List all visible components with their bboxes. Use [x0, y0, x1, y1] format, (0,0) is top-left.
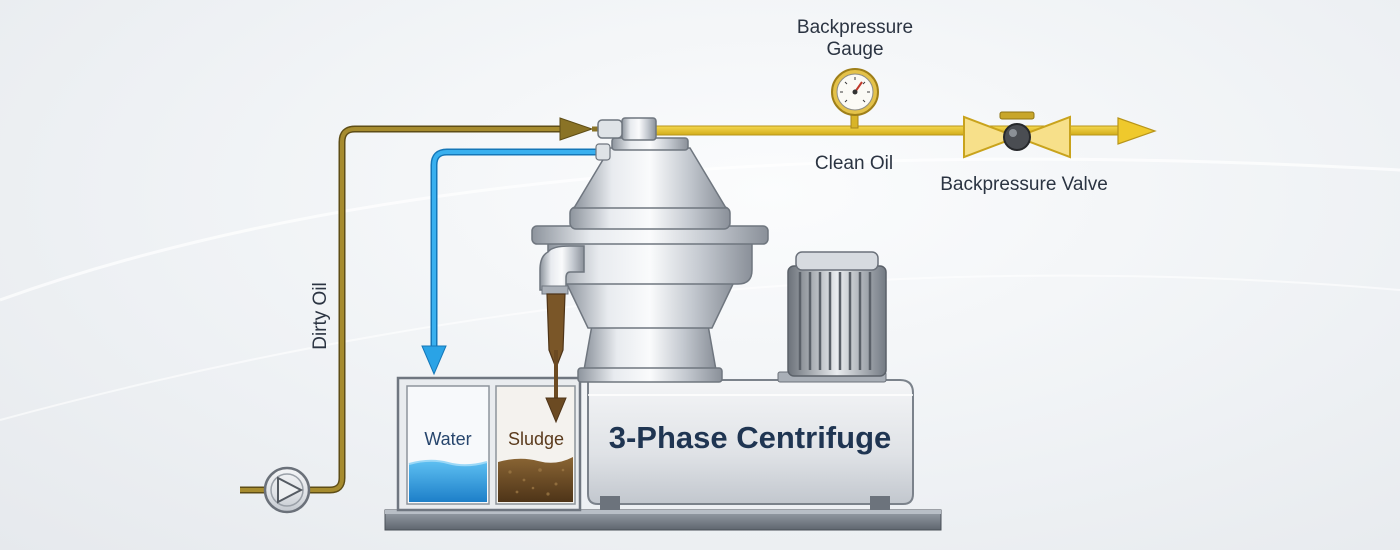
sludge-arrowhead	[545, 397, 567, 424]
dirty-oil-label: Dirty Oil	[310, 282, 331, 350]
pressure-gauge-icon	[831, 68, 879, 129]
water-line	[421, 148, 604, 376]
water-arrowhead	[421, 345, 447, 376]
centrifuge-bowl-icon	[531, 117, 769, 383]
gauge-label-line1: Backpressure	[797, 17, 913, 38]
dirty-oil-arrowhead	[559, 117, 594, 141]
clean-oil-line	[649, 117, 1157, 145]
motor-icon	[777, 251, 887, 383]
sludge-discharge	[545, 293, 567, 424]
centrifuge-base	[587, 379, 914, 510]
sludge-label: Sludge	[508, 429, 564, 449]
valve-icon	[963, 111, 1071, 159]
water-level	[409, 460, 487, 502]
machine-platform	[384, 509, 942, 531]
water-label: Water	[424, 429, 471, 449]
machine-label: 3-Phase Centrifuge	[609, 420, 892, 455]
pump-icon	[263, 466, 311, 514]
dirty-oil-line	[240, 117, 602, 494]
clean-oil-label: Clean Oil	[815, 153, 893, 174]
clean-oil-arrowhead	[1117, 117, 1157, 145]
sludge-level	[498, 457, 573, 502]
valve-label: Backpressure Valve	[940, 174, 1108, 195]
gauge-label-line2: Gauge	[826, 39, 883, 60]
